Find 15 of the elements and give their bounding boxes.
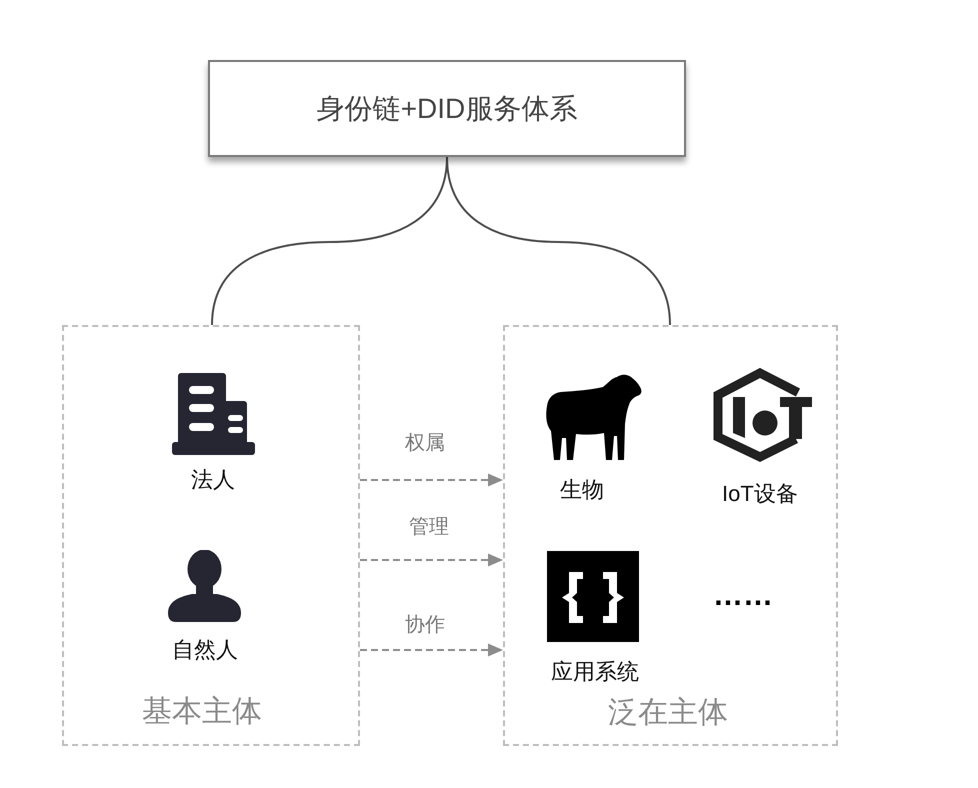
group-title: 基本主体 — [142, 695, 262, 729]
group-box — [503, 325, 838, 746]
icon-label: 法人 — [191, 467, 235, 493]
group-title: 泛在主体 — [608, 696, 728, 730]
icon-label: 自然人 — [172, 637, 238, 663]
icon-label: 生物 — [560, 477, 604, 503]
icon-label: IoT设备 — [722, 481, 798, 507]
connector-line — [446, 156, 671, 326]
icon-label: 应用系统 — [551, 659, 639, 685]
ellipsis: …… — [713, 581, 773, 611]
group-box — [62, 325, 360, 746]
arrow — [360, 474, 503, 486]
arrow — [360, 554, 503, 566]
arrow — [360, 644, 503, 656]
title-box: 身份链+DID服务体系 — [208, 60, 686, 157]
